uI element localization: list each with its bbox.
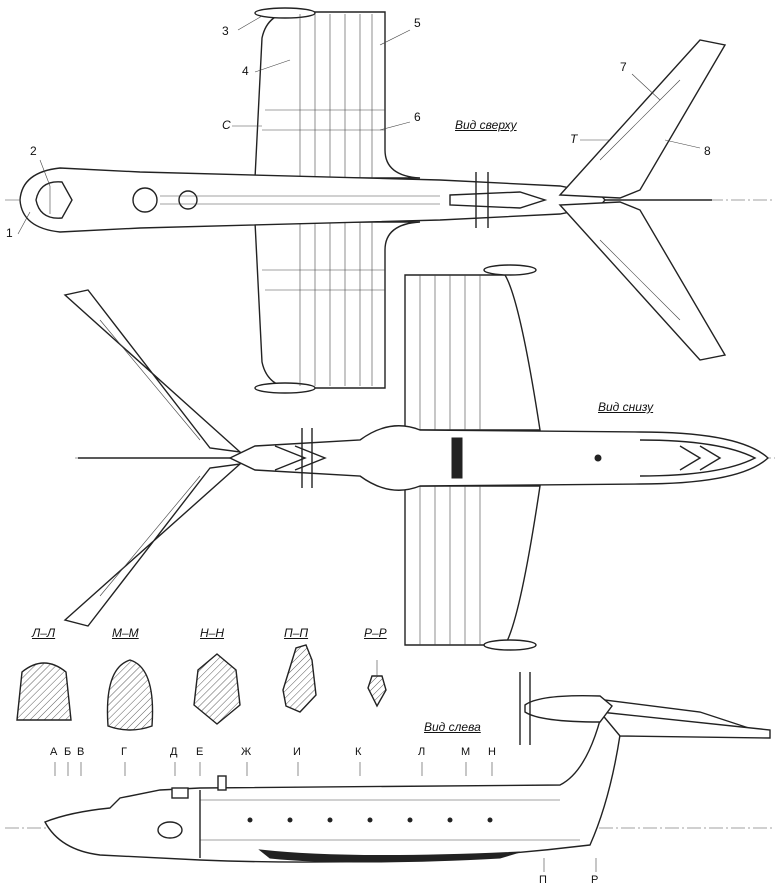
station-k: К [355, 746, 362, 758]
section-l-l [16, 662, 72, 721]
main-wing-bottom-lower [404, 485, 541, 646]
section-m-m [106, 659, 154, 731]
callout-5: 5 [414, 16, 421, 30]
section-n-n [193, 653, 241, 725]
station-m: М [461, 746, 471, 758]
station-i: И [293, 746, 301, 758]
section-title-l-l: Л–Л [32, 626, 56, 640]
station-n: Н [488, 746, 496, 758]
callout-4: 4 [242, 64, 249, 78]
view-title-top: Вид сверху [455, 118, 517, 132]
callout-3: 3 [222, 24, 229, 38]
view-title-left: Вид слева [424, 720, 481, 734]
wing-mark-c: С [222, 118, 231, 132]
station-b: Б [64, 746, 72, 758]
station-r: Р [591, 874, 599, 886]
station-d: Д [170, 746, 178, 758]
station-e: Е [196, 746, 204, 758]
station-p: П [539, 874, 547, 886]
callout-1: 1 [6, 226, 13, 240]
station-a: А [50, 746, 58, 758]
section-title-n-n: Н–Н [200, 626, 225, 640]
cross-sections [16, 644, 387, 731]
section-title-m-m: М–М [112, 626, 139, 640]
station-l: Л [418, 746, 426, 758]
section-r-r [367, 675, 387, 708]
tailplane-top [558, 39, 727, 199]
section-p-p [282, 644, 317, 713]
callout-8: 8 [704, 144, 711, 158]
callout-2: 2 [30, 144, 37, 158]
fuselage-bottom [228, 425, 770, 491]
section-title-p-p: П–П [284, 626, 309, 640]
callout-7: 7 [620, 60, 627, 74]
wing-mark-t: Т [570, 132, 578, 146]
main-wing-lower [254, 221, 421, 389]
station-g: Г [121, 746, 127, 758]
view-title-bottom: Вид снизу [598, 400, 654, 414]
side-view [5, 672, 775, 872]
hull-side [44, 699, 771, 863]
section-title-r-r: Р–Р [364, 626, 387, 640]
callout-6: 6 [414, 110, 421, 124]
main-wing-upper [254, 11, 421, 179]
station-v: В [77, 746, 85, 758]
main-wing-bottom-upper [404, 274, 541, 431]
tailplane-bottom [63, 289, 243, 453]
top-view [5, 7, 775, 394]
station-zh: Ж [241, 746, 252, 758]
bottom-view [63, 264, 775, 651]
